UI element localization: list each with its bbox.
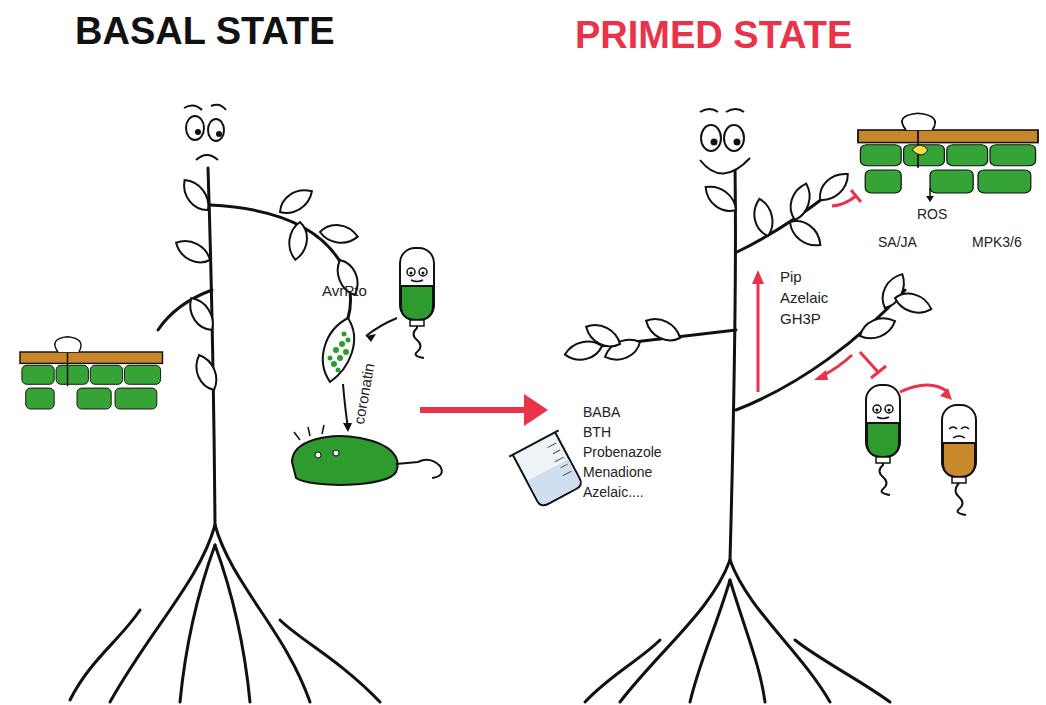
priming-agent: BTH	[583, 424, 611, 440]
signal-label: GH3P	[780, 310, 821, 327]
state-heading: BASAL STATE	[75, 10, 335, 54]
effector-label: AvrPto	[322, 282, 367, 299]
priming-agent: Azelaic....	[583, 484, 644, 500]
signal-label: SA/JA	[878, 234, 917, 250]
signal-label: ROS	[917, 206, 947, 222]
toxin-label: coronatin	[350, 362, 378, 426]
priming-agent: Menadione	[583, 464, 652, 480]
priming-agent: Probenazole	[583, 444, 662, 460]
signal-label: Azelaic	[780, 289, 828, 306]
state-heading: PRIMED STATE	[575, 14, 852, 58]
signal-label: Pip	[780, 268, 802, 285]
priming-agent: BABA	[583, 404, 620, 420]
signal-label: MPK3/6	[972, 234, 1022, 250]
